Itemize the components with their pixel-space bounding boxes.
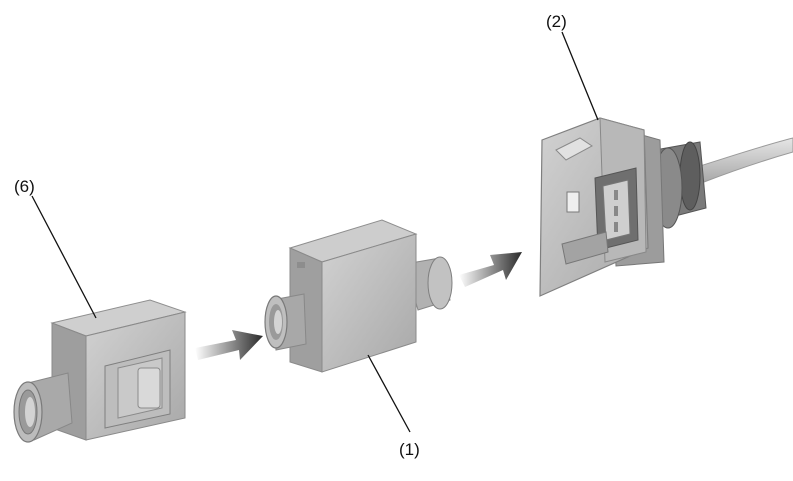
adapter-module-icon bbox=[264, 219, 453, 373]
assembly-arrow-icon bbox=[459, 252, 522, 287]
callout-6: (6) bbox=[14, 177, 35, 196]
cable bbox=[699, 137, 793, 183]
connector-cap-icon bbox=[13, 299, 187, 443]
leader-line-1 bbox=[367, 354, 411, 433]
callout-2: (2) bbox=[546, 12, 567, 31]
callout-1: (1) bbox=[399, 440, 420, 459]
assembly-arrow-icon bbox=[195, 330, 263, 360]
leader-line-2 bbox=[561, 31, 599, 121]
leader-line-6 bbox=[31, 195, 97, 319]
sensor-socket-icon bbox=[539, 117, 793, 297]
